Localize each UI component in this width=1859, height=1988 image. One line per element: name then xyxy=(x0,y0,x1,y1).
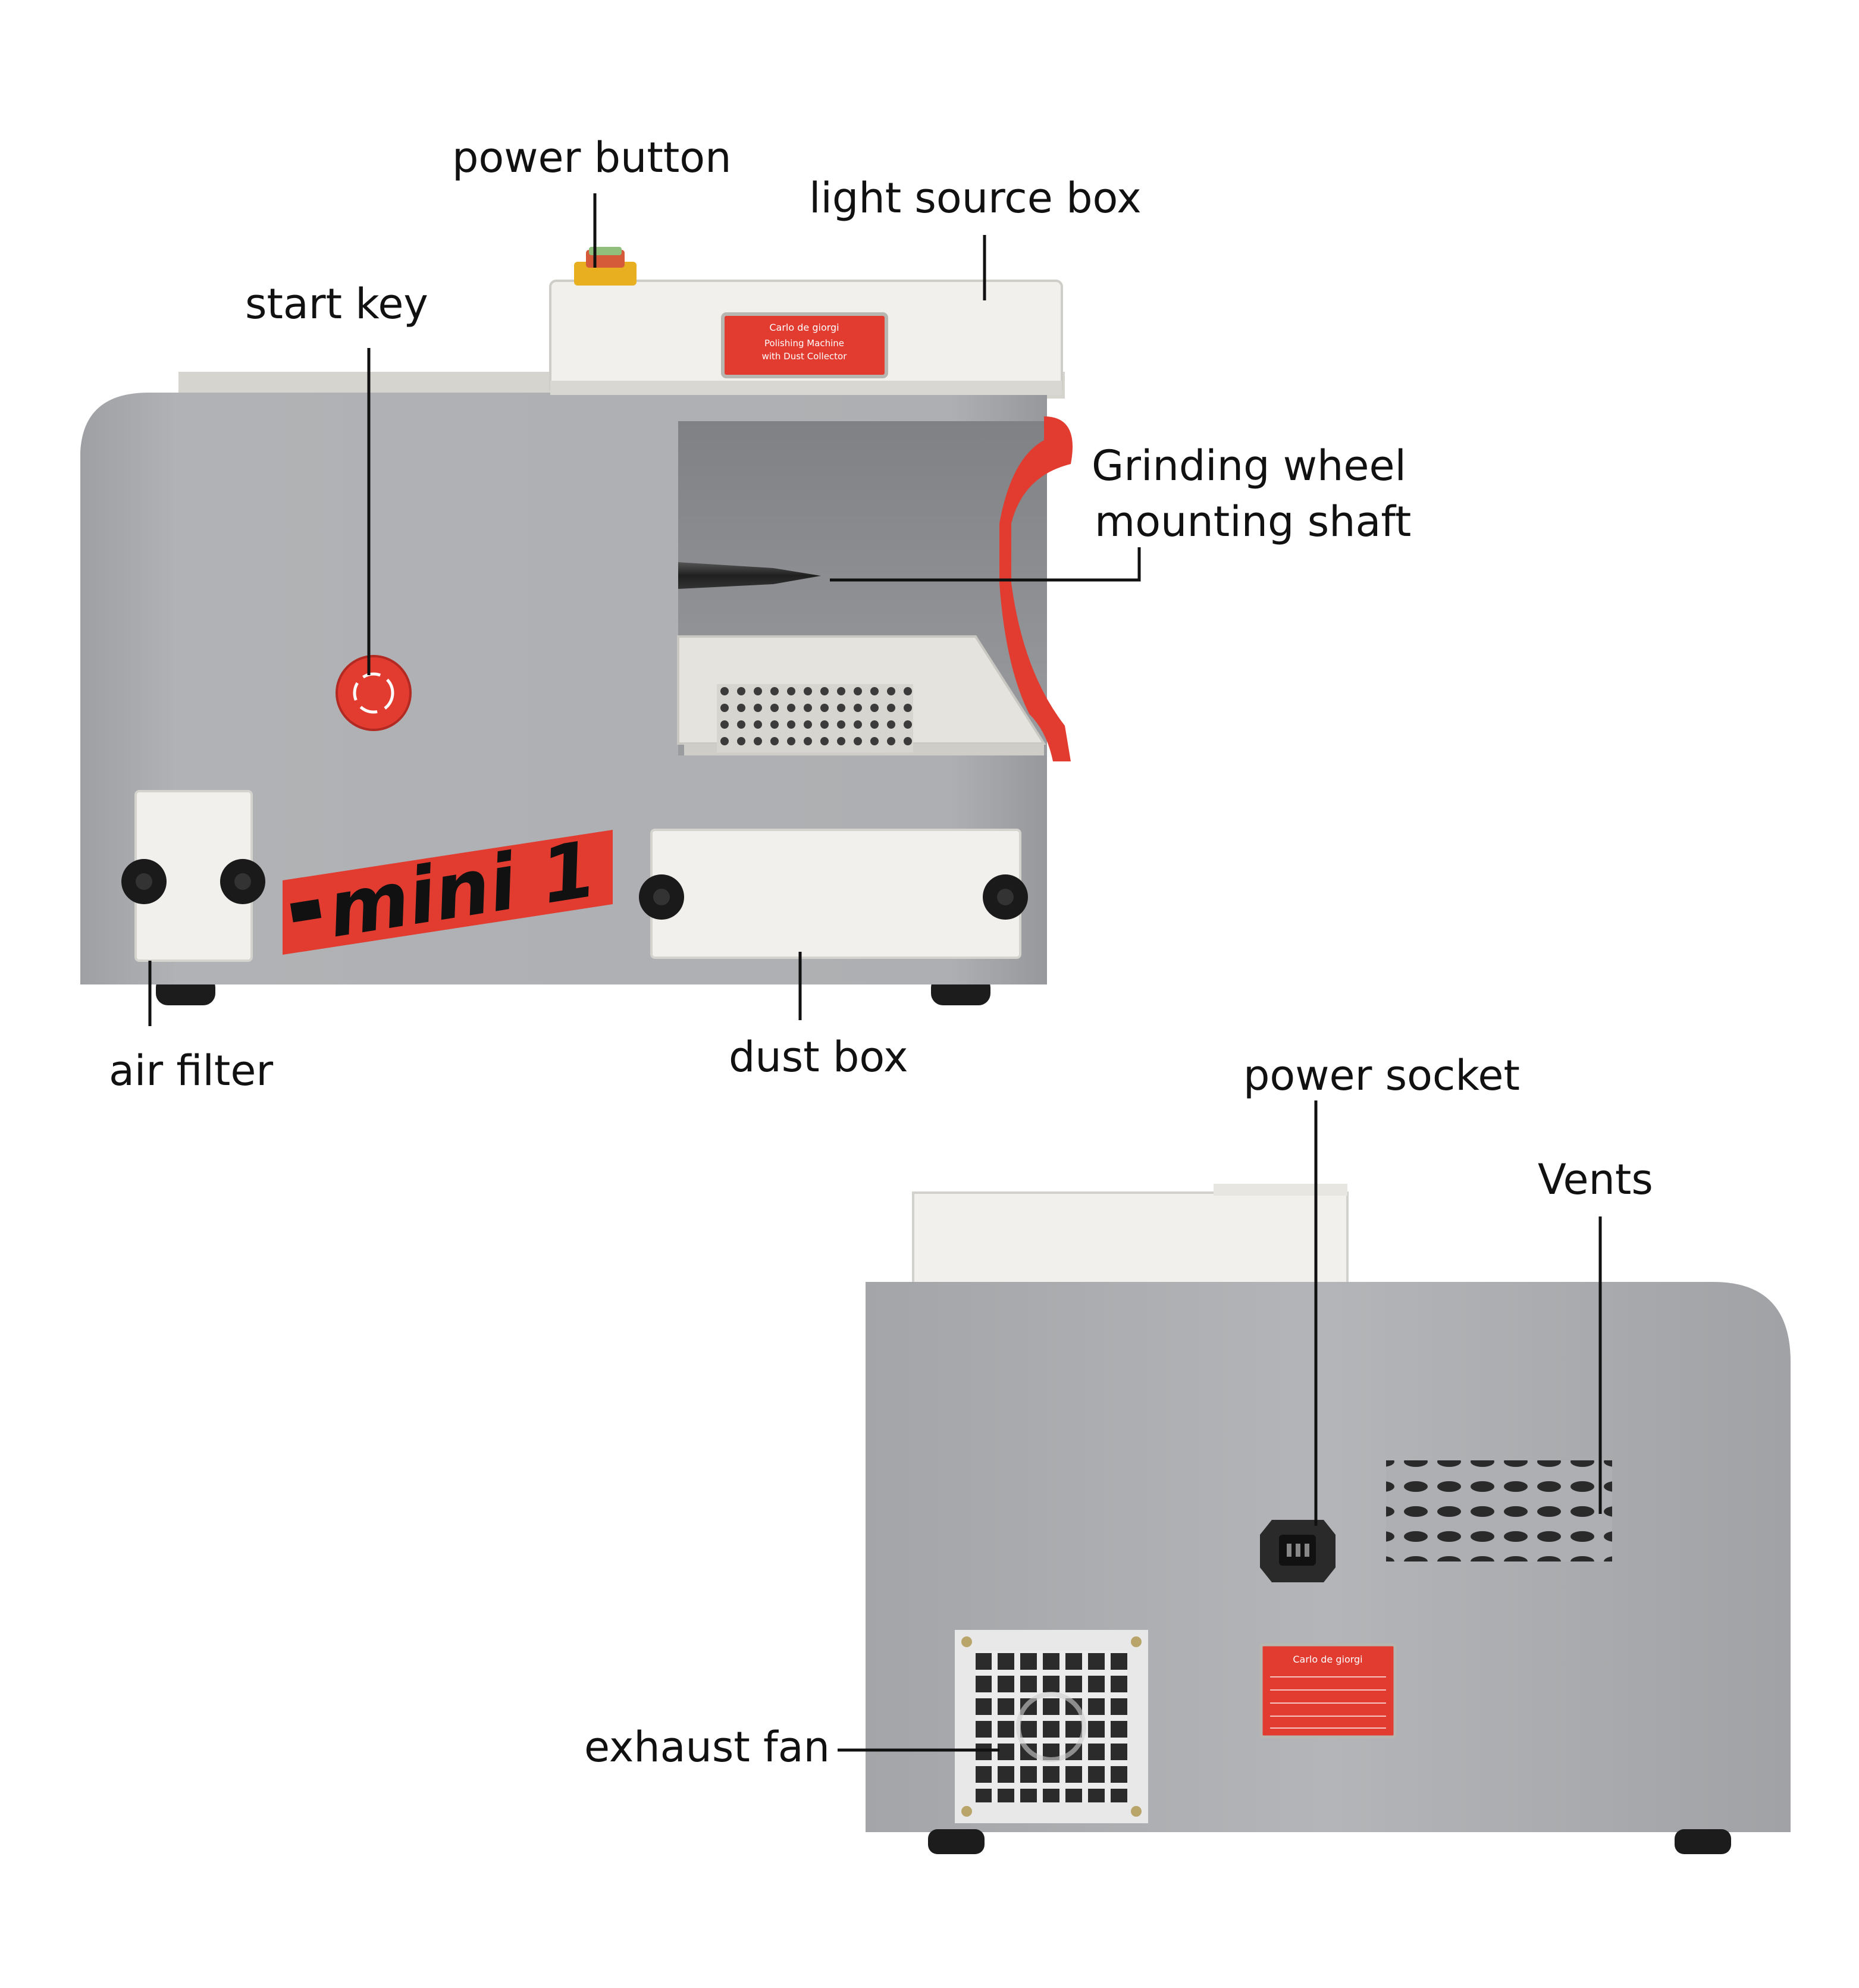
leader-lines xyxy=(148,193,1602,1752)
power-socket-device xyxy=(1260,1520,1336,1582)
callout-exhaust-fan: exhaust fan xyxy=(584,1723,830,1771)
dust-box-drawer xyxy=(639,829,1028,959)
grinding-cavity xyxy=(677,416,1073,761)
front-plate-line2: with Dust Collector xyxy=(762,351,848,362)
light-source-box: Carlo de giorgi Polishing Machine with D… xyxy=(549,280,1063,395)
exhaust-fan-device xyxy=(955,1630,1148,1823)
dust-box-knob-left xyxy=(639,874,684,920)
vents-grille xyxy=(1386,1460,1612,1561)
callout-dust-box: dust box xyxy=(729,1033,908,1081)
callout-power-button: power button xyxy=(452,133,732,182)
grinding-shaft xyxy=(678,562,821,589)
callout-grinding-wheel-line2: mounting shaft xyxy=(1095,497,1412,546)
back-foot-right xyxy=(1675,1829,1731,1854)
back-foot-left xyxy=(928,1829,985,1854)
front-plate-line1: Polishing Machine xyxy=(764,338,844,349)
model-badge: mini 1 xyxy=(283,824,613,955)
dust-box-knob-right xyxy=(983,874,1028,920)
red-side-panel xyxy=(999,416,1073,761)
callout-grinding-wheel-line1: Grinding wheel xyxy=(1092,441,1406,490)
front-nameplate xyxy=(721,312,888,378)
front-machine: Carlo de giorgi Polishing Machine with D… xyxy=(80,247,1073,1005)
back-machine: Carlo de giorgi xyxy=(866,1184,1791,1854)
back-nameplate: Carlo de giorgi xyxy=(1259,1643,1397,1739)
front-plate-maker: Carlo de giorgi xyxy=(769,322,839,333)
air-filter-knob-left xyxy=(121,859,167,904)
callout-air-filter: air filter xyxy=(109,1046,274,1095)
leader-grinding-wheel xyxy=(830,547,1141,582)
back-top-box xyxy=(912,1191,1349,1292)
power-button-device xyxy=(574,247,637,286)
back-plate-maker: Carlo de giorgi xyxy=(1293,1654,1362,1665)
air-filter-knob-right xyxy=(220,859,265,904)
callout-power-socket: power socket xyxy=(1243,1051,1520,1100)
callout-vents: Vents xyxy=(1538,1155,1653,1204)
start-key-device xyxy=(336,655,412,731)
callout-light-source-box: light source box xyxy=(809,174,1142,222)
tray-grate xyxy=(717,684,913,752)
air-filter-panel xyxy=(121,790,265,962)
callout-start-key: start key xyxy=(245,280,428,328)
